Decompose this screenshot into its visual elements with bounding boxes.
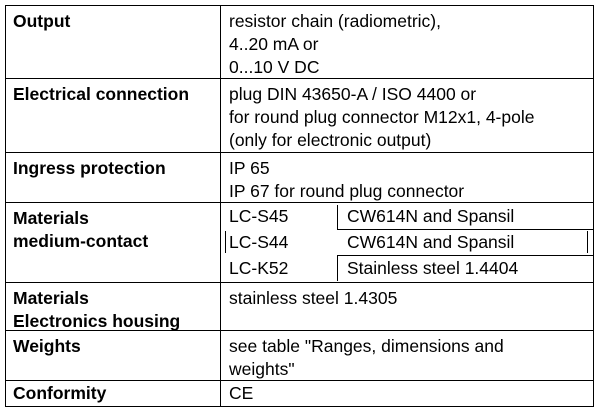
label-line: Electrical connection xyxy=(13,84,190,104)
value-line: for round plug connector M12x1, 4-pole xyxy=(229,107,535,127)
label-line: Weights xyxy=(13,336,81,356)
material-divider xyxy=(337,255,593,256)
label-line: Materials xyxy=(13,288,89,308)
spec-row-ingress-protection: Ingress protection IP 65 IP 67 for round… xyxy=(6,152,593,202)
material-divider xyxy=(225,231,226,253)
spec-label: Electrical connection xyxy=(6,79,221,152)
value-line: resistor chain (radiometric), xyxy=(229,11,441,31)
label-line: medium-contact xyxy=(13,231,149,251)
value-line: (only for electronic output) xyxy=(229,130,432,150)
spec-row-conformity: Conformity CE xyxy=(6,380,593,406)
spec-value: stainless steel 1.4305 xyxy=(221,283,593,310)
spec-row-weights: Weights see table "Ranges, dimensions an… xyxy=(6,330,593,380)
spec-value: IP 65 IP 67 for round plug connector xyxy=(221,153,593,203)
value-line: 0...10 V DC xyxy=(229,57,320,77)
label-line: Output xyxy=(13,11,71,31)
spec-row-electrical-connection: Electrical connection plug DIN 43650-A /… xyxy=(6,78,593,152)
value-line: see table "Ranges, dimensions and xyxy=(229,336,504,356)
spec-value: resistor chain (radiometric), 4..20 mA o… xyxy=(221,6,593,79)
spec-value: CE xyxy=(221,381,593,405)
material-row: LC-K52 Stainless steel 1.4404 xyxy=(221,255,593,281)
spec-label: Output xyxy=(6,6,221,78)
spec-row-output: Output resistor chain (radiometric), 4..… xyxy=(6,6,593,78)
spec-label: Ingress protection xyxy=(6,153,221,202)
spec-label: Weights xyxy=(6,331,221,380)
value-line: stainless steel 1.4305 xyxy=(229,288,398,308)
value-line: IP 67 for round plug connector xyxy=(229,181,465,201)
spec-value: see table "Ranges, dimensions and weight… xyxy=(221,331,593,381)
spec-label: Materials medium-contact xyxy=(6,203,221,282)
material-row: LC-S45 CW614N and Spansil xyxy=(221,203,593,229)
label-line: Materials xyxy=(13,208,89,228)
value-line: 4..20 mA or xyxy=(229,34,319,54)
material-name: CW614N and Spansil xyxy=(347,206,515,226)
value-line: CE xyxy=(229,383,254,403)
spec-value: plug DIN 43650-A / ISO 4400 or for round… xyxy=(221,79,593,152)
material-name: Stainless steel 1.4404 xyxy=(347,258,519,278)
material-name: CW614N and Spansil xyxy=(347,232,515,252)
value-line: weights" xyxy=(229,359,295,379)
spec-row-materials-electronics-housing: Materials Electronics housing stainless … xyxy=(6,282,593,331)
material-code: LC-S45 xyxy=(229,206,289,226)
material-divider xyxy=(337,229,593,230)
material-row: LC-S44 CW614N and Spansil xyxy=(221,229,593,255)
spec-label: Conformity xyxy=(6,381,221,406)
specification-table: Output resistor chain (radiometric), 4..… xyxy=(5,5,594,407)
label-line: Ingress protection xyxy=(13,158,166,178)
material-divider xyxy=(337,205,338,229)
label-line: Conformity xyxy=(13,383,107,403)
value-line: plug DIN 43650-A / ISO 4400 or xyxy=(229,84,477,104)
spec-row-materials-medium-contact: Materials medium-contact LC-S45 CW614N a… xyxy=(6,202,593,282)
material-divider xyxy=(337,255,338,281)
material-divider xyxy=(587,231,588,253)
material-code: LC-K52 xyxy=(229,258,289,278)
label-line: Electronics housing xyxy=(13,311,181,331)
value-line: IP 65 xyxy=(229,158,270,178)
material-code: LC-S44 xyxy=(229,232,289,252)
spec-label: Materials Electronics housing xyxy=(6,283,221,331)
